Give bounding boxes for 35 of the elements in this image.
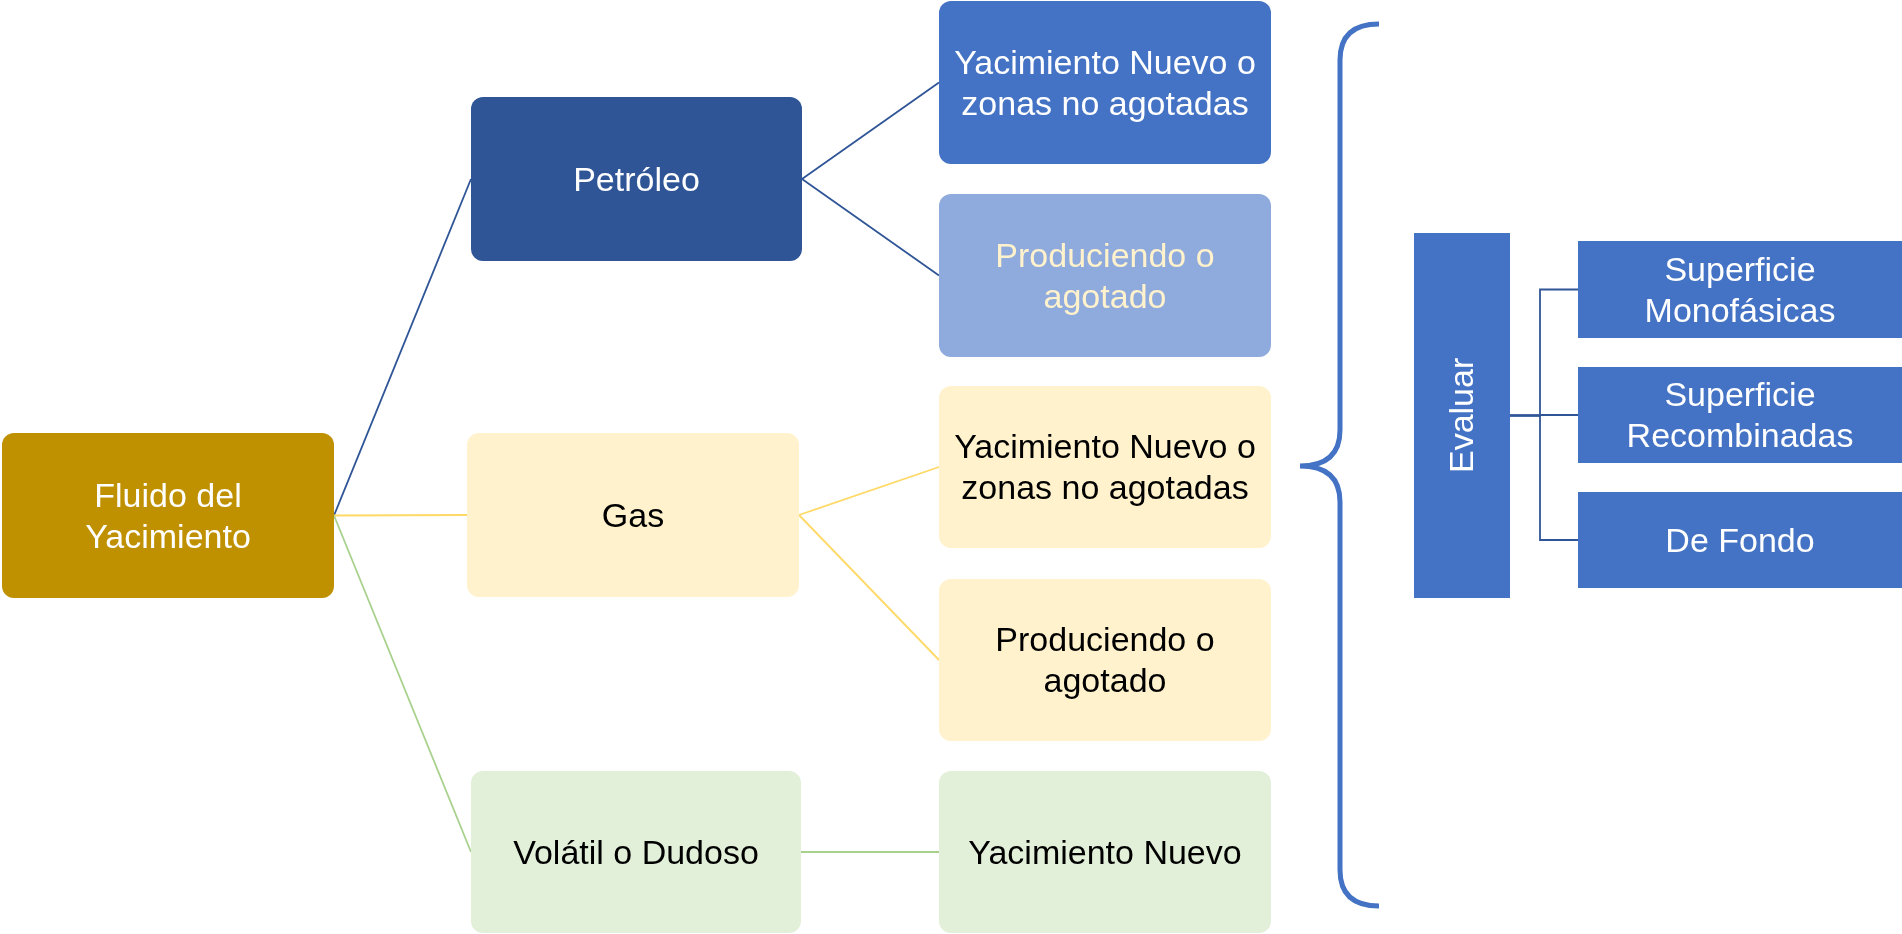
node-label: Produciendo o agotado (994, 234, 1216, 317)
root-box (2, 433, 334, 598)
connector-line (801, 81, 940, 180)
category-box (471, 771, 801, 933)
node-label: Superficie Recombinadas (1625, 374, 1855, 456)
condition-box (939, 194, 1271, 357)
connector-line (333, 178, 472, 517)
sample-box (1578, 241, 1902, 338)
node-label: Yacimiento Nuevo (968, 831, 1242, 873)
node-label: Yacimiento Nuevo o zonas no agotadas (953, 426, 1257, 508)
condition-box (939, 386, 1271, 548)
node-label: Yacimiento Nuevo o zonas no agotadas (953, 41, 1257, 124)
node-label: Superficie Monofásicas (1643, 248, 1837, 331)
node-label: Gas (601, 494, 665, 536)
connector-line (798, 514, 940, 661)
node-label: Petróleo (573, 158, 700, 200)
node-label: Volátil o Dudoso (513, 831, 759, 873)
category-box (467, 433, 799, 597)
connector-line (800, 851, 940, 853)
node-label: Produciendo o agotado (994, 619, 1216, 701)
connector-line (333, 514, 468, 517)
connector-line (798, 466, 940, 516)
condition-box (939, 579, 1271, 741)
sample-box (1578, 492, 1902, 588)
connector-line (333, 514, 472, 853)
node-label: De Fondo (1665, 519, 1815, 561)
condition-box (939, 771, 1271, 933)
connector-line (1509, 414, 1579, 541)
node-label: Fluido del Yacimiento (84, 474, 252, 557)
action-box (1414, 233, 1510, 598)
condition-box (939, 1, 1271, 164)
sample-box (1578, 367, 1902, 463)
connector-line (801, 178, 940, 277)
node-label: Evaluar (1441, 357, 1482, 474)
category-box (471, 97, 802, 261)
